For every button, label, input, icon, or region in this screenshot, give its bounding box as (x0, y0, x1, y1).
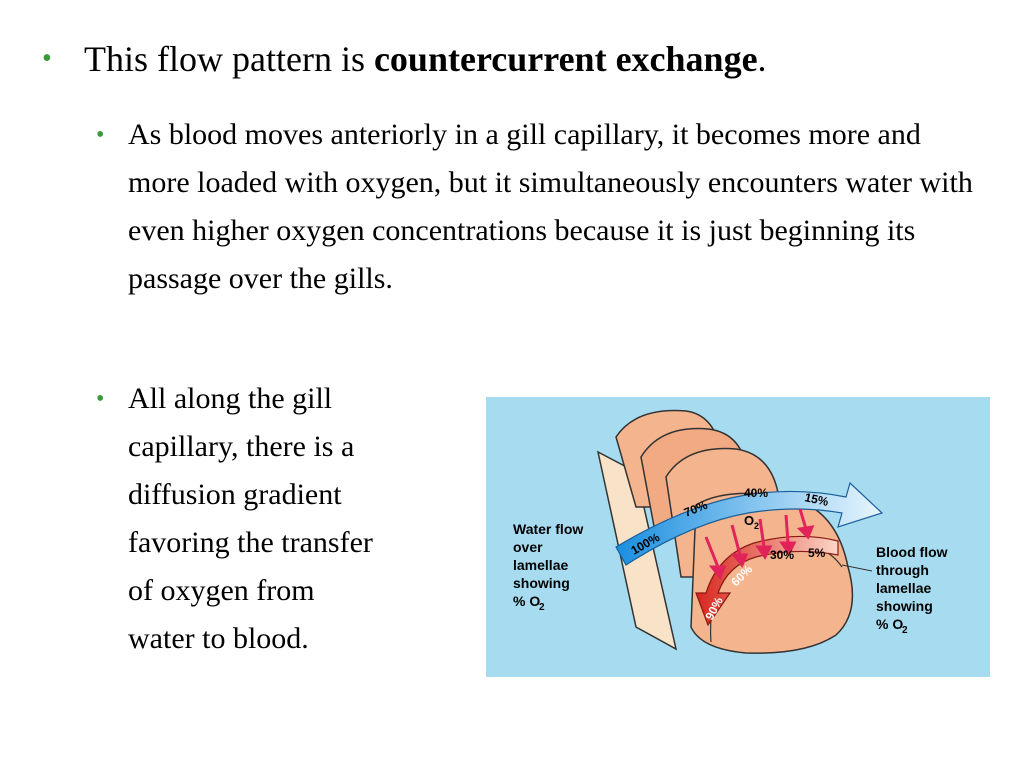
diffusion-arrows (704, 508, 815, 580)
o2-text: O (744, 513, 754, 528)
bullet-glyph: • (96, 386, 105, 412)
blood-label-subscript: 2 (902, 625, 908, 636)
water-flow-label: Water flow over lamellae showing % O 2 (513, 521, 583, 613)
bullet-countercurrent: • This flow pattern is countercurrent ex… (42, 36, 1002, 82)
blood-label-line: lamellae (876, 580, 931, 596)
blood-label-line: Blood flow (876, 544, 948, 560)
blood-flow-arrow (695, 535, 839, 627)
gill-illustration: 100% 70% 40% 15% O 2 90% 60% 30% 5% Wate… (513, 409, 948, 654)
bullet-text: This flow pattern is countercurrent exch… (84, 36, 1002, 82)
water-percent-label: 15% (803, 490, 830, 509)
bullet3-line: favoring the transfer (128, 526, 373, 559)
bullet3-line: capillary, there is a (128, 430, 355, 463)
o2-label: O 2 (744, 513, 759, 531)
o2-subscript: 2 (754, 521, 759, 531)
bullet2-text: As blood moves anteriorly in a gill capi… (128, 118, 973, 295)
bullet-blood-moves: • As blood moves anteriorly in a gill ca… (96, 111, 976, 303)
bullet1-suffix: . (757, 39, 767, 79)
water-label-line: showing (513, 575, 570, 591)
blood-percent-label: 5% (808, 546, 826, 560)
bullet-glyph: • (96, 122, 105, 148)
water-label-line: % O (513, 593, 540, 609)
water-percent-label: 40% (744, 486, 768, 500)
bullet3-line: of oxygen from (128, 574, 315, 607)
bullet3-text: All along the gill capillary, there is a… (128, 375, 436, 663)
bullet-diffusion-gradient: • All along the gill capillary, there is… (96, 375, 436, 663)
water-label-subscript: 2 (539, 602, 545, 613)
bullet3-line: diffusion gradient (128, 478, 342, 511)
bullet3-line: water to blood. (128, 622, 309, 655)
blood-label-line: showing (876, 598, 933, 614)
water-flow-arrow (615, 481, 884, 566)
blood-label-line: through (876, 562, 929, 578)
water-label-line: lamellae (513, 557, 568, 573)
blood-label-line: % O (876, 616, 903, 632)
bullet1-prefix: This flow pattern is (84, 39, 374, 79)
blood-label-leader (841, 564, 873, 572)
bullet1-bold: countercurrent exchange (373, 39, 758, 79)
bullet3-line: All along the gill (128, 382, 333, 415)
blood-percent-label: 30% (770, 548, 794, 562)
bullet-glyph: • (42, 43, 52, 74)
water-label-line: Water flow (513, 521, 583, 537)
countercurrent-figure: 100% 70% 40% 15% O 2 90% 60% 30% 5% Wate… (486, 397, 990, 677)
blood-flow-label: Blood flow through lamellae showing % O … (876, 544, 948, 636)
water-label-line: over (513, 539, 543, 555)
